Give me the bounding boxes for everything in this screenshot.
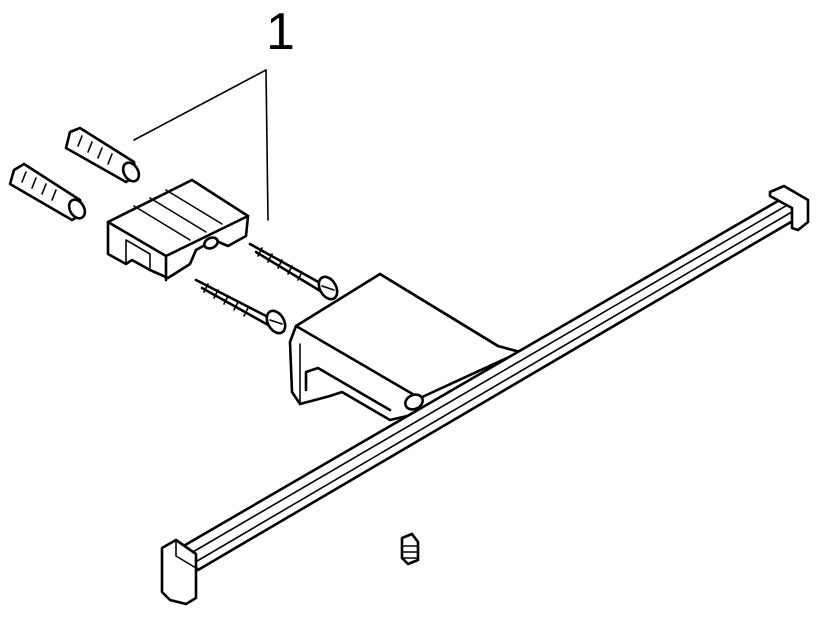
bar-end-cap-right <box>768 184 810 232</box>
callout-leader-lines <box>133 69 269 221</box>
bar-end-cap-left <box>160 538 198 606</box>
screw-upper <box>248 242 339 301</box>
holder-bar <box>178 192 810 572</box>
wall-plug-lower <box>8 162 87 222</box>
callout-number: 1 <box>266 3 295 61</box>
mounting-bracket <box>106 178 250 282</box>
grub-screw <box>400 532 420 566</box>
wall-plug-upper <box>64 126 141 184</box>
holder-arm <box>288 272 522 422</box>
screw-lower <box>194 278 287 335</box>
